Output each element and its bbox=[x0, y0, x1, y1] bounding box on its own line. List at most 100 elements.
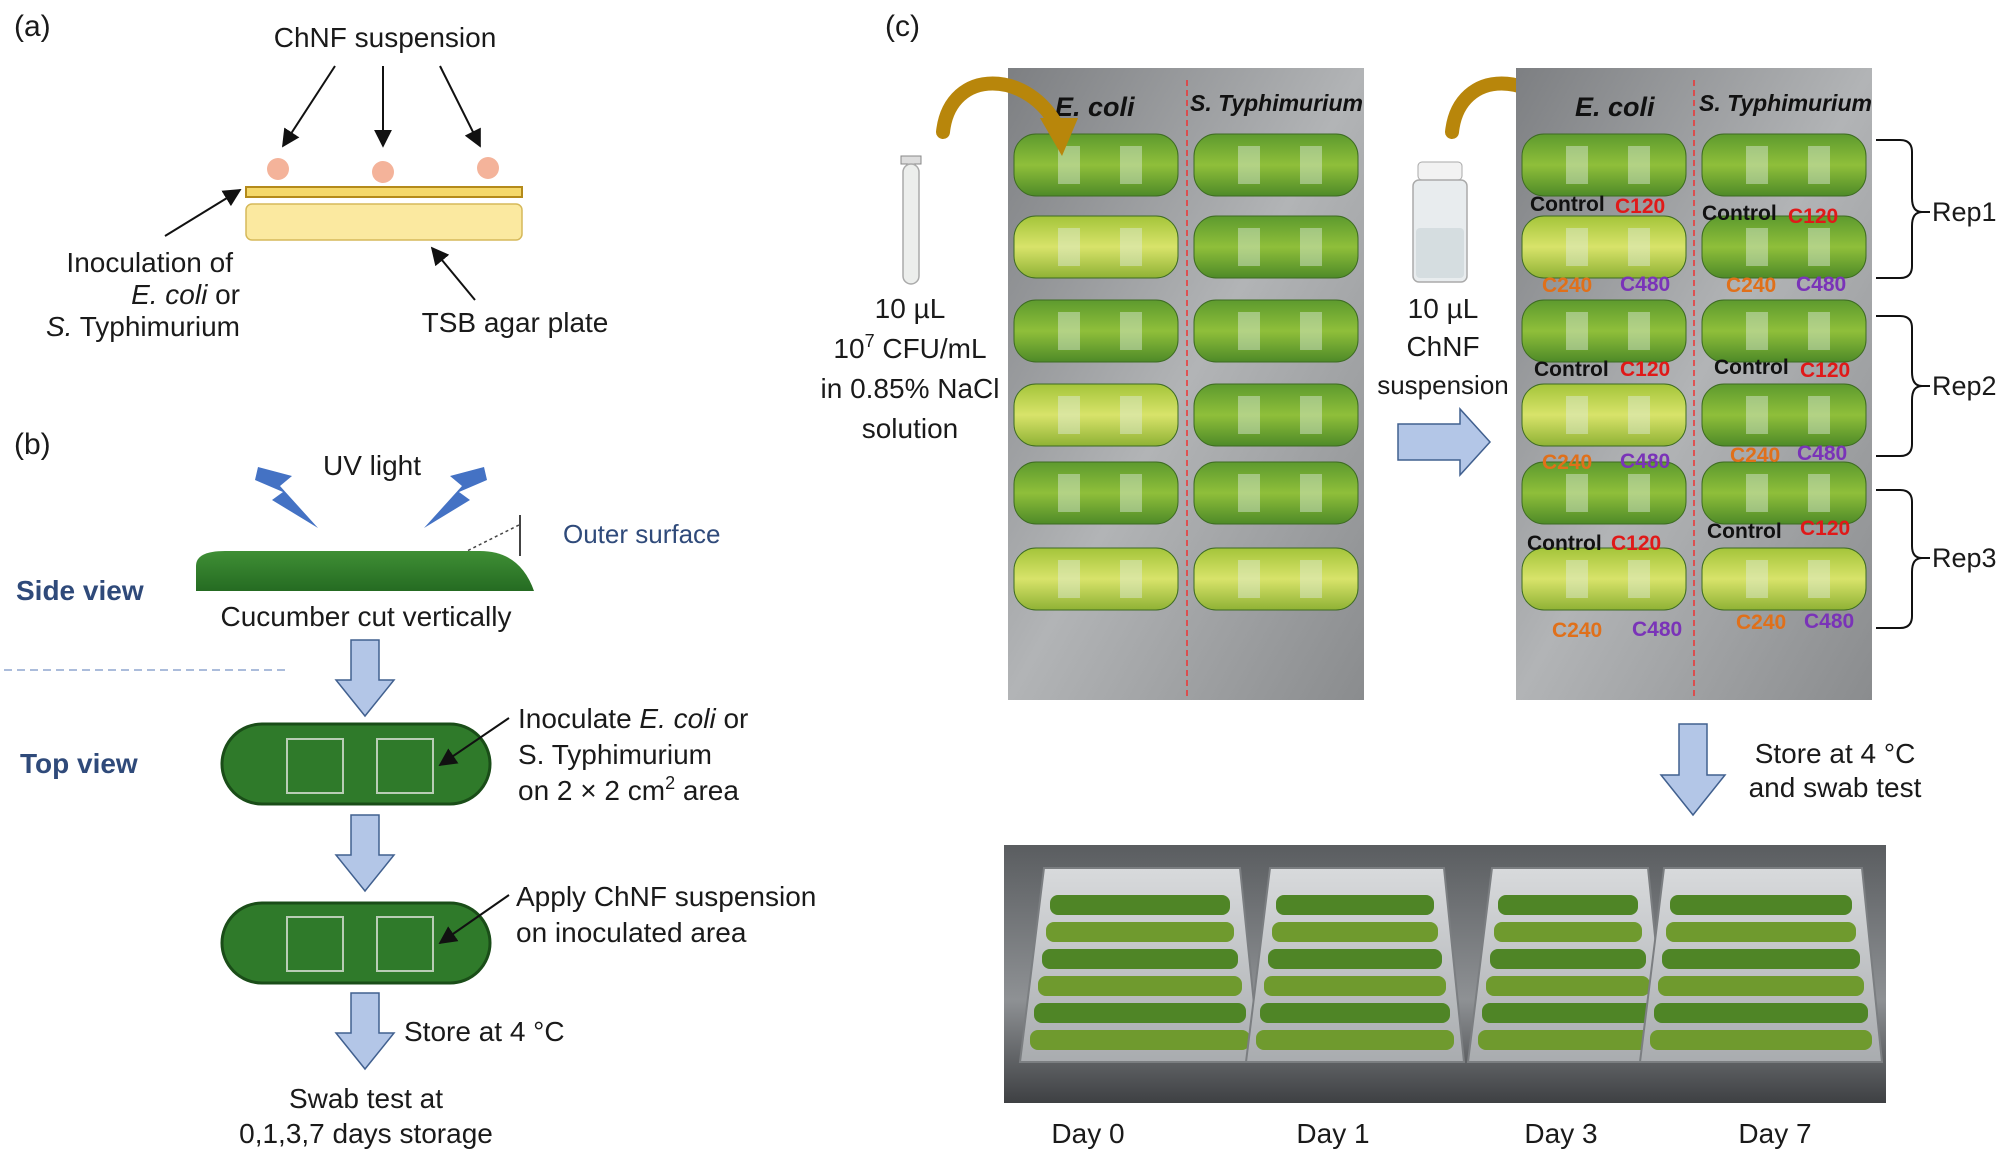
label-c240: C240 bbox=[1730, 444, 1780, 467]
tape-strip bbox=[1746, 312, 1768, 350]
tape-strip bbox=[1746, 474, 1768, 512]
inoculate-arrow bbox=[438, 717, 510, 767]
cucumber-slice bbox=[1654, 1003, 1868, 1023]
label-c240: C240 bbox=[1542, 451, 1592, 474]
label-control: Control bbox=[1707, 520, 1782, 543]
tape-strip bbox=[1120, 228, 1142, 266]
chnf-label: ChNF bbox=[1406, 331, 1479, 362]
tape-strip bbox=[1566, 560, 1588, 598]
column-label-salmonella: S. Typhimurium bbox=[1699, 90, 1872, 116]
inoculation-label-line1: Inoculation of bbox=[66, 247, 233, 278]
tape-strip bbox=[1120, 396, 1142, 434]
cucumber-slice bbox=[1193, 461, 1359, 525]
cucumber-slice bbox=[1256, 1030, 1454, 1050]
chnf-suspension-text: suspension bbox=[1377, 370, 1509, 400]
label-c480: C480 bbox=[1804, 610, 1854, 633]
cucumber-slice bbox=[1521, 461, 1687, 525]
tape-strip bbox=[1120, 474, 1142, 512]
tape-strip bbox=[1566, 228, 1588, 266]
tape-strip bbox=[1808, 228, 1830, 266]
outer-surface-label: Outer surface bbox=[563, 519, 721, 549]
label-c120: C120 bbox=[1611, 532, 1661, 555]
tape-strip bbox=[1628, 146, 1650, 184]
store-label: Store at 4 °C bbox=[404, 1016, 565, 1047]
inoculation-label-line3: S. Typhimurium bbox=[46, 311, 240, 342]
cucumber-slice bbox=[1013, 299, 1179, 363]
tape-strip bbox=[1238, 146, 1260, 184]
cucumber-slice bbox=[1050, 895, 1230, 915]
rep1-label: Rep1 bbox=[1932, 197, 1997, 227]
cucumber-slice bbox=[1193, 547, 1359, 611]
tape-strip bbox=[1300, 228, 1322, 266]
suspension-droplet bbox=[267, 158, 289, 180]
cucumber-slice bbox=[1034, 1003, 1246, 1023]
rep1-bracket bbox=[1876, 139, 1923, 279]
apply-label-line2: on inoculated area bbox=[516, 917, 747, 948]
rep3-bracket bbox=[1876, 489, 1923, 629]
plate-arrow bbox=[430, 246, 476, 301]
inoculation-square bbox=[286, 916, 344, 972]
label-c120: C120 bbox=[1800, 517, 1850, 540]
rep2-label: Rep2 bbox=[1932, 371, 1997, 401]
cucumber-slice bbox=[1490, 949, 1646, 969]
day-label: Day 0 bbox=[1051, 1118, 1124, 1149]
inoculation-square bbox=[376, 738, 434, 794]
outer-surface-leader bbox=[462, 524, 520, 554]
label-c480: C480 bbox=[1632, 618, 1682, 641]
cucumber-slice bbox=[1701, 461, 1867, 525]
cucumber-slice bbox=[1193, 383, 1359, 447]
label-c120: C120 bbox=[1788, 205, 1838, 228]
inoculum-medium: in 0.85% NaCl bbox=[821, 373, 1000, 404]
cucumber-slice bbox=[1666, 922, 1856, 942]
tape-strip bbox=[1746, 560, 1768, 598]
tape-strip bbox=[1300, 560, 1322, 598]
inoculation-square bbox=[286, 738, 344, 794]
rep2-bracket bbox=[1876, 315, 1923, 457]
column-label-salmonella: S. Typhimurium bbox=[1190, 90, 1363, 116]
tape-strip bbox=[1120, 146, 1142, 184]
cucumber-slice bbox=[1042, 949, 1238, 969]
cucumber-slice bbox=[1521, 299, 1687, 363]
cucumber-slice bbox=[1193, 133, 1359, 197]
label-control: Control bbox=[1702, 202, 1777, 225]
panel-c-label: (c) bbox=[885, 10, 920, 43]
panel-b: (b) UV light Outer surface Side view Cuc… bbox=[4, 428, 816, 1149]
tape-strip bbox=[1300, 146, 1322, 184]
store-swab-line2: and swab test bbox=[1749, 772, 1922, 803]
tape-strip bbox=[1628, 474, 1650, 512]
tape-strip bbox=[1746, 228, 1768, 266]
chnf-volume: 10 µL bbox=[1408, 293, 1479, 324]
inoculation-arrow bbox=[164, 189, 242, 237]
day-label: Day 3 bbox=[1524, 1118, 1597, 1149]
process-arrow-down bbox=[334, 992, 396, 1071]
curved-arrow-head bbox=[1040, 118, 1078, 156]
label-c240: C240 bbox=[1552, 619, 1602, 642]
cucumber-slice bbox=[1276, 895, 1434, 915]
tape-strip bbox=[1808, 560, 1830, 598]
cucumber-slice bbox=[1670, 895, 1852, 915]
tape-strip bbox=[1058, 146, 1080, 184]
process-arrow-right bbox=[1397, 407, 1492, 477]
apply-label-line1: Apply ChNF suspension bbox=[516, 881, 816, 912]
top-view-label: Top view bbox=[20, 748, 138, 779]
cucumber-slice bbox=[1193, 215, 1359, 279]
inoculation-label-line2: E. coli or bbox=[131, 279, 240, 310]
tape-strip bbox=[1238, 396, 1260, 434]
label-c480: C480 bbox=[1796, 273, 1846, 296]
tape-strip bbox=[1238, 560, 1260, 598]
cucumber-slice bbox=[1521, 547, 1687, 611]
tape-strip bbox=[1238, 312, 1260, 350]
tape-strip bbox=[1120, 312, 1142, 350]
uv-light-label: UV light bbox=[323, 450, 421, 481]
tape-strip bbox=[1628, 560, 1650, 598]
tape-strip bbox=[1808, 146, 1830, 184]
tape-strip bbox=[1746, 146, 1768, 184]
swab-label-line2: 0,1,3,7 days storage bbox=[239, 1118, 493, 1149]
panel-c: (c) E. coli S. Typhimurium 10 µL 107 CFU… bbox=[821, 10, 1997, 1149]
process-arrow-down bbox=[334, 639, 396, 718]
cucumber-slice bbox=[1482, 1003, 1654, 1023]
cucumber-slice bbox=[1521, 215, 1687, 279]
inoculation-layer bbox=[245, 186, 523, 198]
inoculate-label-line1: Inoculate E. coli or bbox=[518, 703, 748, 734]
cucumber-cut-label: Cucumber cut vertically bbox=[221, 601, 512, 632]
